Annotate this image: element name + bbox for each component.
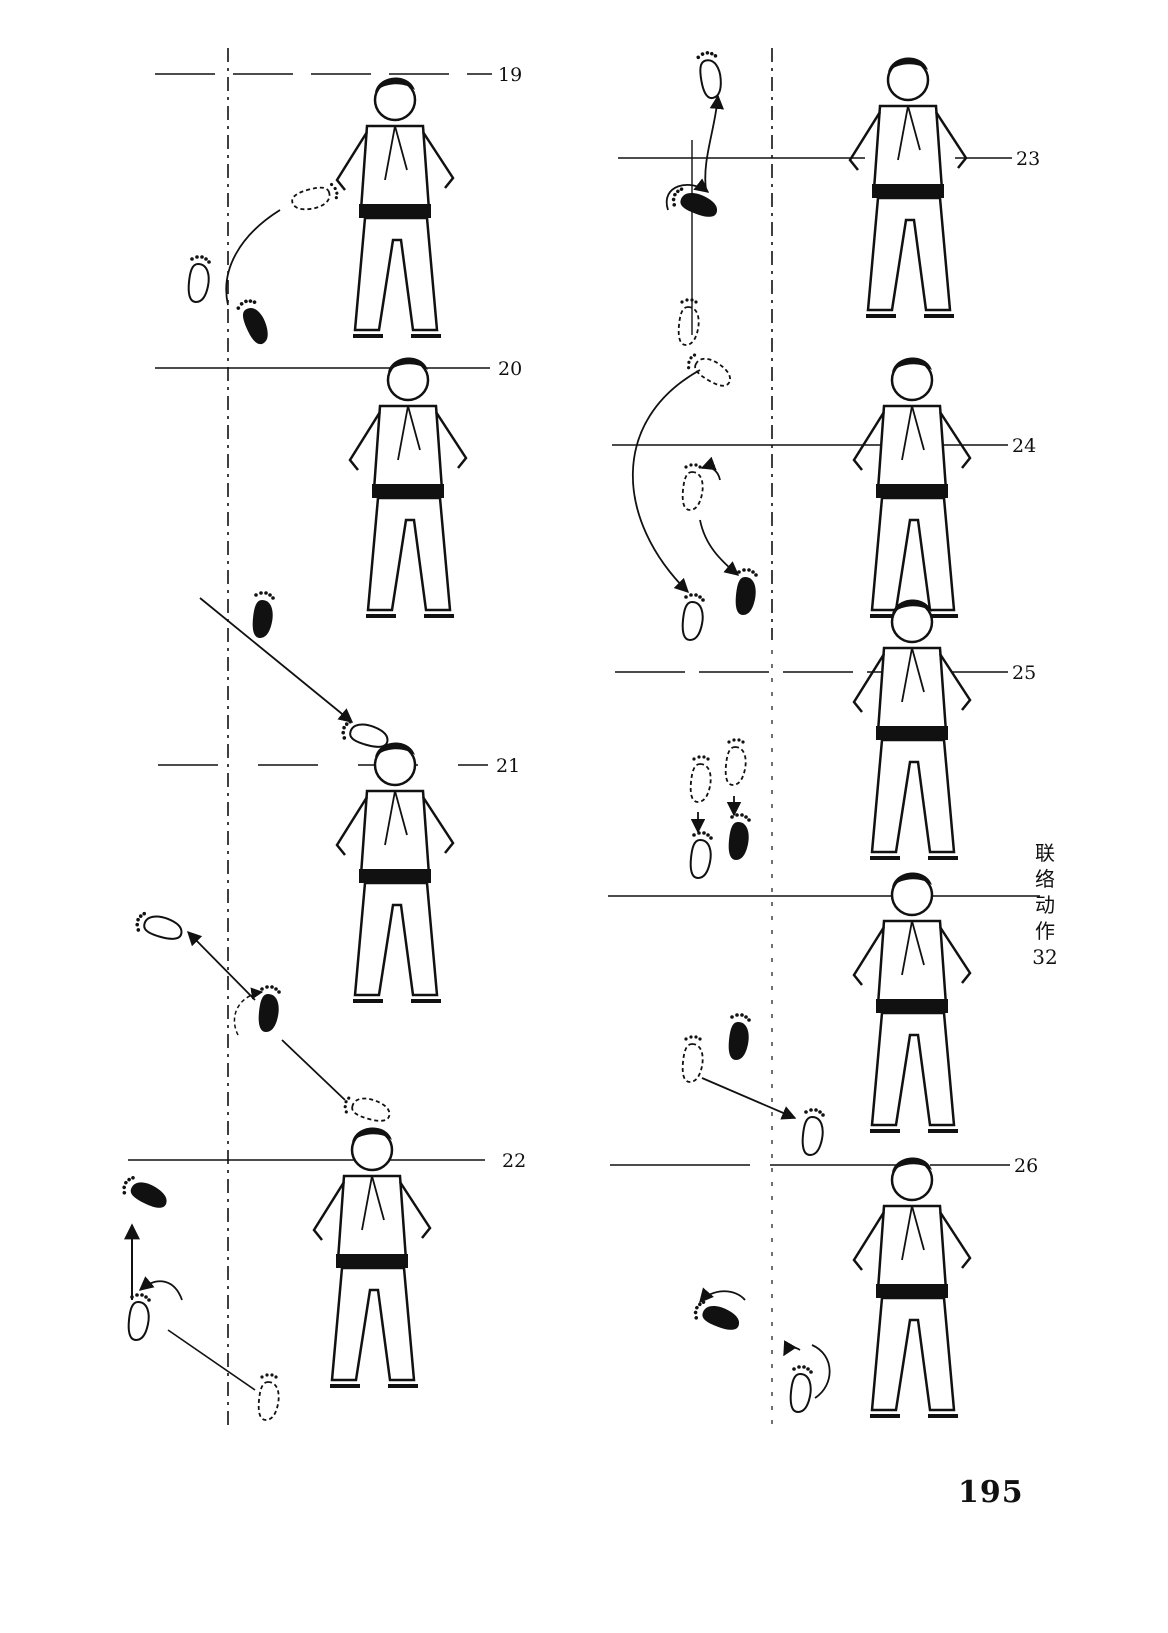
figure-20-number: 20 [498, 358, 523, 380]
figure-19-number: 19 [498, 64, 523, 86]
side-label-char-1: 联 [1035, 841, 1055, 865]
figure-22-number: 22 [502, 1150, 527, 1172]
figure-19-illustration [187, 75, 455, 347]
page-number: 195 [958, 1475, 1024, 1510]
side-label-number: 32 [1032, 945, 1058, 969]
side-label-char-4: 作 [1035, 919, 1055, 943]
figure-24-number: 24 [1012, 435, 1037, 457]
figure-20-illustration [199, 355, 468, 750]
side-label-char-3: 动 [1035, 893, 1055, 917]
linking-movement-illustration [681, 870, 972, 1156]
figure-21-number: 21 [496, 755, 521, 777]
figure-21-illustration [132, 740, 455, 1124]
linking-movement-label: 联 络 动 作 32 [1030, 840, 1060, 970]
figure-26-number: 26 [1014, 1155, 1039, 1177]
side-label-char-2: 络 [1035, 867, 1055, 891]
figure-24-illustration [631, 350, 972, 641]
figure-25-number: 25 [1012, 662, 1037, 684]
figure-26-illustration [691, 1155, 972, 1418]
figure-23-illustration [665, 47, 968, 346]
figure-22-illustration [119, 1125, 432, 1421]
figure-25-illustration [689, 597, 972, 879]
figure-23-number: 23 [1016, 148, 1041, 170]
